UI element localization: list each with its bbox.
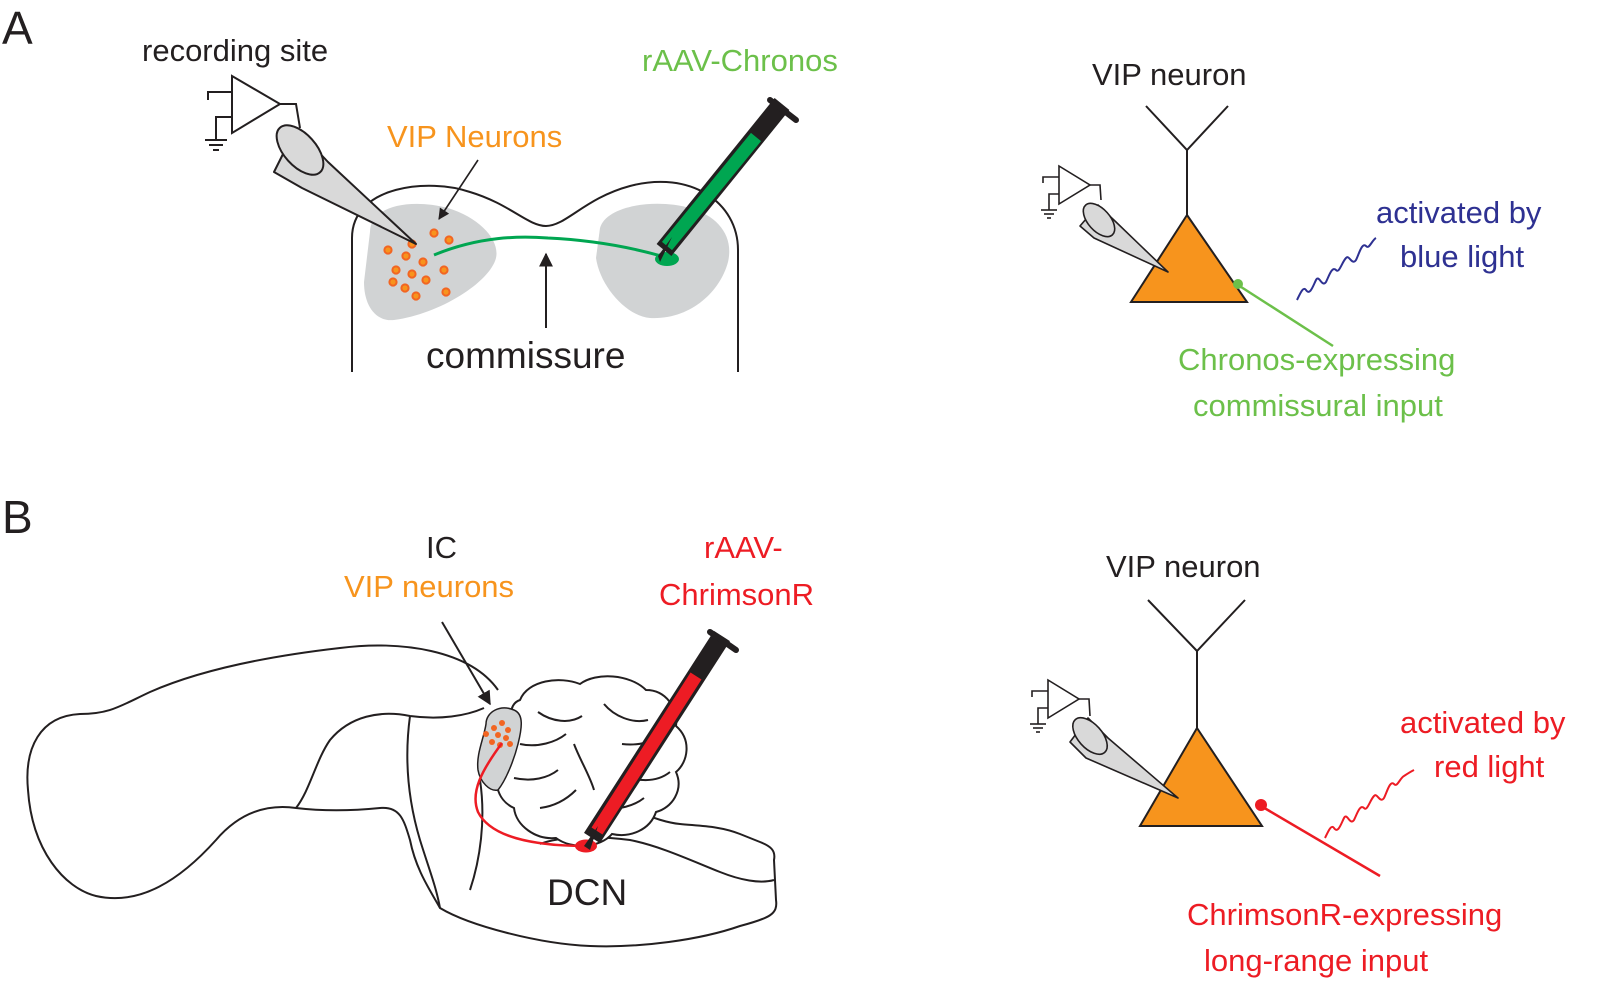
- ic-label: IC: [426, 530, 457, 565]
- syringe-green: [656, 97, 799, 262]
- virus-label-b-line1: rAAV-: [704, 530, 783, 565]
- light-label-a-line1: activated by: [1376, 195, 1542, 230]
- vip-neurons-label-a: VIP Neurons: [387, 119, 562, 154]
- vip-neuron-cell-a: [1129, 105, 1249, 303]
- amplifier-icon: [205, 74, 301, 151]
- light-label-b-line1: activated by: [1400, 705, 1566, 740]
- amplifier-icon-small-b: [1030, 678, 1091, 733]
- chronos-input-a: [1233, 279, 1334, 348]
- cerebellum-outline: [494, 675, 688, 847]
- blue-light-wave-icon: [1296, 237, 1377, 301]
- commissure-label: commissure: [426, 335, 625, 376]
- recording-pipette-a: [273, 124, 417, 245]
- recording-pipette-small-a: [1079, 202, 1169, 273]
- vip-neuron-cell-b: [1138, 599, 1264, 827]
- brain-slice-outline: [351, 180, 739, 372]
- vip-neurons-pointer-a: [438, 159, 479, 220]
- virus-label-a: rAAV-Chronos: [642, 43, 838, 78]
- brain-inner-contour-1: [295, 707, 485, 809]
- recording-site-label: recording site: [142, 33, 328, 68]
- brainstem-contour: [469, 779, 484, 891]
- light-label-a-line2: blue light: [1400, 239, 1524, 274]
- input-label-b-line2: long-range input: [1204, 943, 1428, 978]
- commissural-fiber: [433, 235, 669, 260]
- red-light-wave-icon: [1324, 769, 1415, 839]
- input-label-a-line2: commissural input: [1193, 388, 1443, 423]
- input-label-b-line1: ChrimsonR-expressing: [1187, 897, 1502, 932]
- sagittal-brain-outline: [26, 644, 778, 948]
- light-label-b-line2: red light: [1434, 749, 1545, 784]
- recording-pipette-small-b: [1069, 716, 1179, 799]
- syringe-red: [584, 629, 739, 850]
- panel-b-letter: B: [2, 491, 33, 543]
- chrimson-input-b: [1255, 799, 1381, 878]
- vip-neurons-label-b: VIP neurons: [344, 569, 514, 604]
- injection-site-green: [655, 252, 679, 266]
- panel-a-letter: A: [2, 2, 33, 54]
- vip-neuron-dots-a: [383, 228, 454, 301]
- amplifier-icon-small-a: [1041, 164, 1102, 219]
- dcn-label: DCN: [547, 872, 627, 913]
- virus-label-b-line2: ChrimsonR: [659, 577, 814, 612]
- ic-pointer: [441, 621, 491, 706]
- brain-inner-contour-2: [406, 715, 441, 909]
- input-label-a-line1: Chronos-expressing: [1178, 342, 1455, 377]
- vip-neuron-dots-b: [483, 720, 513, 748]
- cell-label-b: VIP neuron: [1106, 549, 1261, 584]
- cell-label-a: VIP neuron: [1092, 57, 1247, 92]
- long-range-fiber: [474, 742, 587, 848]
